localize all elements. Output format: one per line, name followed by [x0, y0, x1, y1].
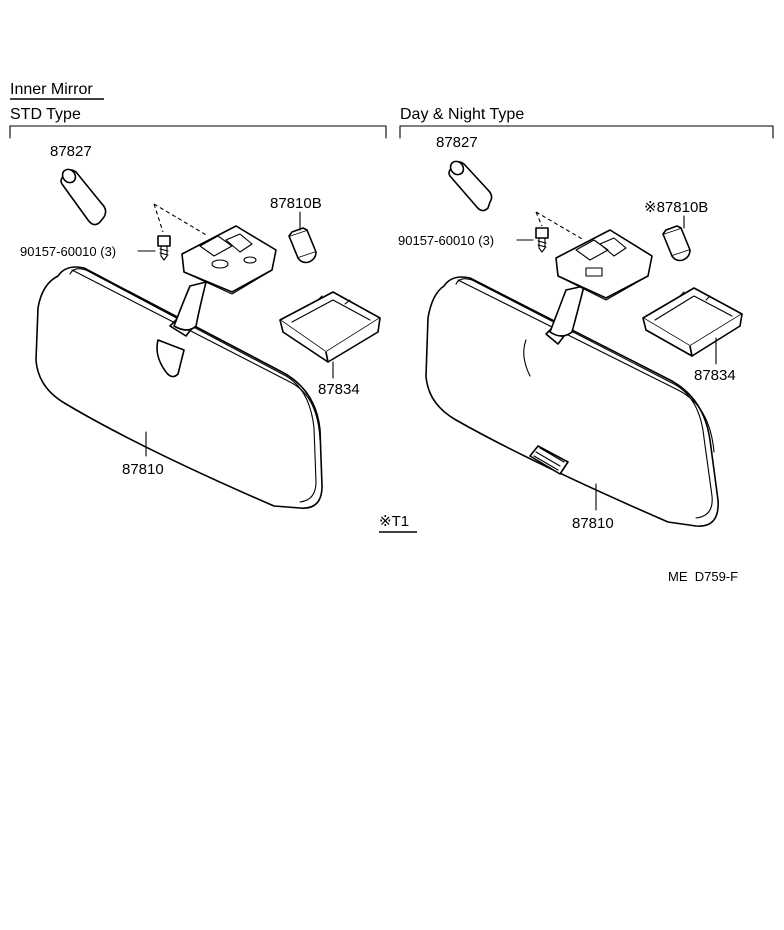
dn-label-87834: 87834	[694, 367, 736, 384]
std-lens-87834	[279, 291, 381, 363]
day-night-type-title: Day & Night Type	[400, 106, 524, 123]
std-label-87834: 87834	[318, 381, 360, 398]
std-type-bracket	[9, 125, 387, 139]
std-mirror-87810	[35, 225, 323, 509]
day-night-type-bracket	[399, 125, 774, 139]
dn-screw	[535, 227, 549, 253]
dn-label-screw: 90157-60010 (3)	[398, 233, 494, 248]
dn-label-87827: 87827	[436, 134, 478, 151]
std-label-87810: 87810	[122, 461, 164, 478]
std-label-87827: 87827	[50, 143, 92, 160]
section-title: Inner Mirror	[10, 81, 93, 98]
std-label-87810b: 87810B	[270, 195, 322, 212]
std-screw	[157, 235, 171, 261]
std-bulb-87810b	[288, 227, 317, 264]
dn-screw-dash-lines	[535, 211, 585, 241]
dn-label-87810b: ※87810B	[644, 199, 708, 216]
diagram-code: ME D759-F	[668, 569, 738, 584]
dn-label-87810: 87810	[572, 515, 614, 532]
std-screw-dash-lines	[153, 203, 209, 237]
dn-mirror-87810	[425, 229, 719, 527]
note-t1: ※T1	[379, 513, 409, 530]
dn-cap-87827	[448, 160, 493, 212]
dn-bulb-87810b	[662, 225, 691, 262]
std-cap-87827	[60, 168, 107, 226]
std-label-screw: 90157-60010 (3)	[20, 244, 116, 259]
std-type-title: STD Type	[10, 106, 81, 123]
dn-lens-87834	[642, 287, 743, 357]
